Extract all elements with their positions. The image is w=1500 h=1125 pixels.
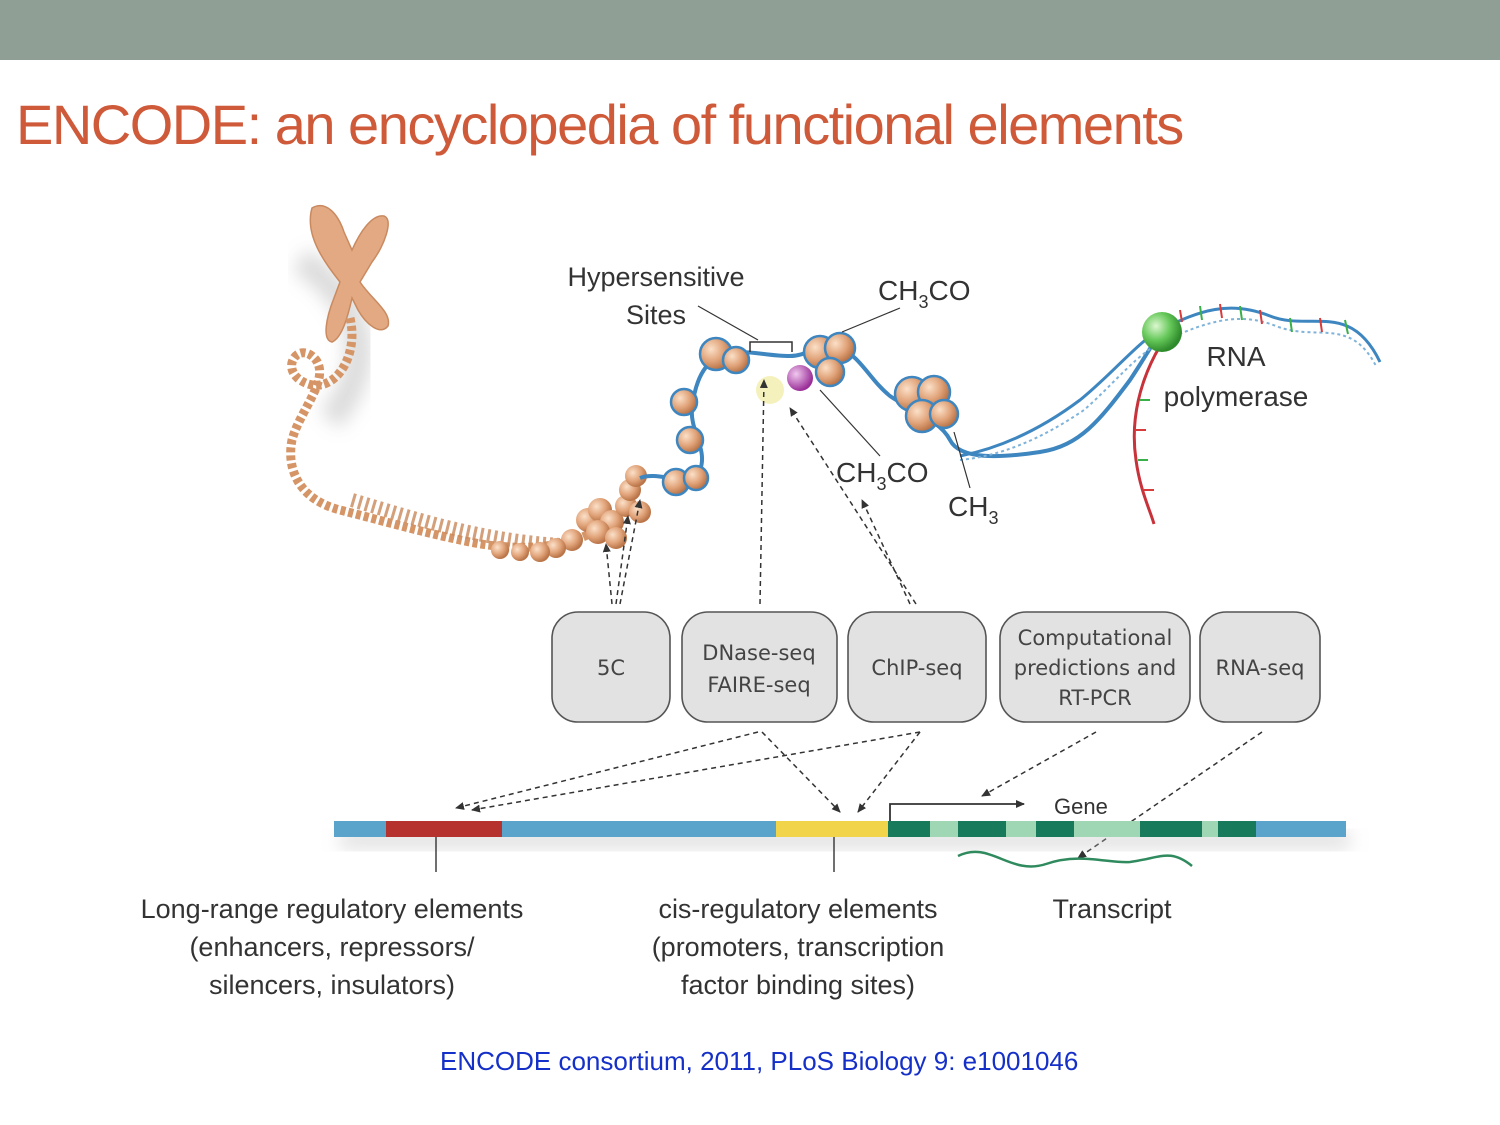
long-range-element <box>386 821 502 837</box>
long-range-label-line2: (enhancers, repressors/ <box>189 932 475 962</box>
assay-box-5c: 5C <box>551 611 671 723</box>
ch3co-label-mid: CH3CO <box>836 457 928 494</box>
cis-label-line1: cis-regulatory elements <box>658 894 937 924</box>
rna-polymerase-label-line2: polymerase <box>1164 381 1309 412</box>
assay-to-genome-arrows <box>455 731 1263 859</box>
gene-label: Gene <box>1054 794 1108 819</box>
svg-text:FAIRE-seq: FAIRE-seq <box>707 673 810 697</box>
hypersensitive-label-line1: Hypersensitive <box>567 262 744 292</box>
rna-transcript-strand <box>1132 345 1162 525</box>
chromatin-fiber <box>286 316 603 552</box>
modified-histone-marker <box>787 365 813 391</box>
citation-text: ENCODE consortium, 2011, PLoS Biology 9:… <box>440 1046 1079 1076</box>
cis-label-line2: (promoters, transcription <box>652 932 945 962</box>
svg-text:DNase-seq: DNase-seq <box>702 641 815 665</box>
hypersensitive-site-marker <box>756 376 784 404</box>
top-bar <box>0 0 1500 60</box>
long-range-label-line3: silencers, insulators) <box>209 970 455 1000</box>
cis-element <box>776 821 888 837</box>
svg-text:RNA-seq: RNA-seq <box>1216 656 1305 680</box>
transcript-label: Transcript <box>1052 894 1172 924</box>
chromatin-labels: Hypersensitive Sites CH3CO CH3CO CH3 RNA… <box>567 262 1308 528</box>
long-range-label-line1: Long-range regulatory elements <box>141 894 524 924</box>
svg-text:Computational: Computational <box>1018 626 1173 650</box>
svg-text:ChIP-seq: ChIP-seq <box>871 656 962 680</box>
chromosome-icon <box>309 205 390 343</box>
nucleosomes <box>661 331 960 497</box>
slide-title: ENCODE: an encyclopedia of functional el… <box>16 93 1184 156</box>
rna-polymerase-icon <box>1142 312 1182 352</box>
svg-text:predictions and: predictions and <box>1014 656 1176 680</box>
element-labels: Long-range regulatory elements (enhancer… <box>141 894 1172 1000</box>
assay-box-rna-seq: RNA-seq <box>1199 611 1321 723</box>
ch3-label: CH3 <box>948 491 998 528</box>
assay-box-chip-seq: ChIP-seq <box>847 611 987 723</box>
hypersensitive-bracket <box>749 341 793 352</box>
hypersensitive-label-line2: Sites <box>626 300 686 330</box>
cis-label-line3: factor binding sites) <box>681 970 915 1000</box>
transcript-wave <box>957 850 1193 868</box>
svg-text:5C: 5C <box>597 656 625 680</box>
nucleosome-coil <box>491 465 651 562</box>
assay-boxes: 5C DNase-seq FAIRE-seq ChIP-seq Computat… <box>551 611 1321 723</box>
genome-track: Gene <box>334 794 1350 872</box>
exons <box>888 821 1256 837</box>
tss-arrow <box>889 800 1025 821</box>
rna-polymerase-label-line1: RNA <box>1206 341 1265 372</box>
assay-to-chromatin-arrows <box>602 379 917 605</box>
assay-box-computational: Computational predictions and RT-PCR <box>999 611 1191 723</box>
svg-text:RT-PCR: RT-PCR <box>1058 686 1131 710</box>
assay-box-dnase-faire: DNase-seq FAIRE-seq <box>681 611 838 723</box>
ch3co-label-top: CH3CO <box>878 275 970 312</box>
dna-linker <box>639 318 1172 482</box>
